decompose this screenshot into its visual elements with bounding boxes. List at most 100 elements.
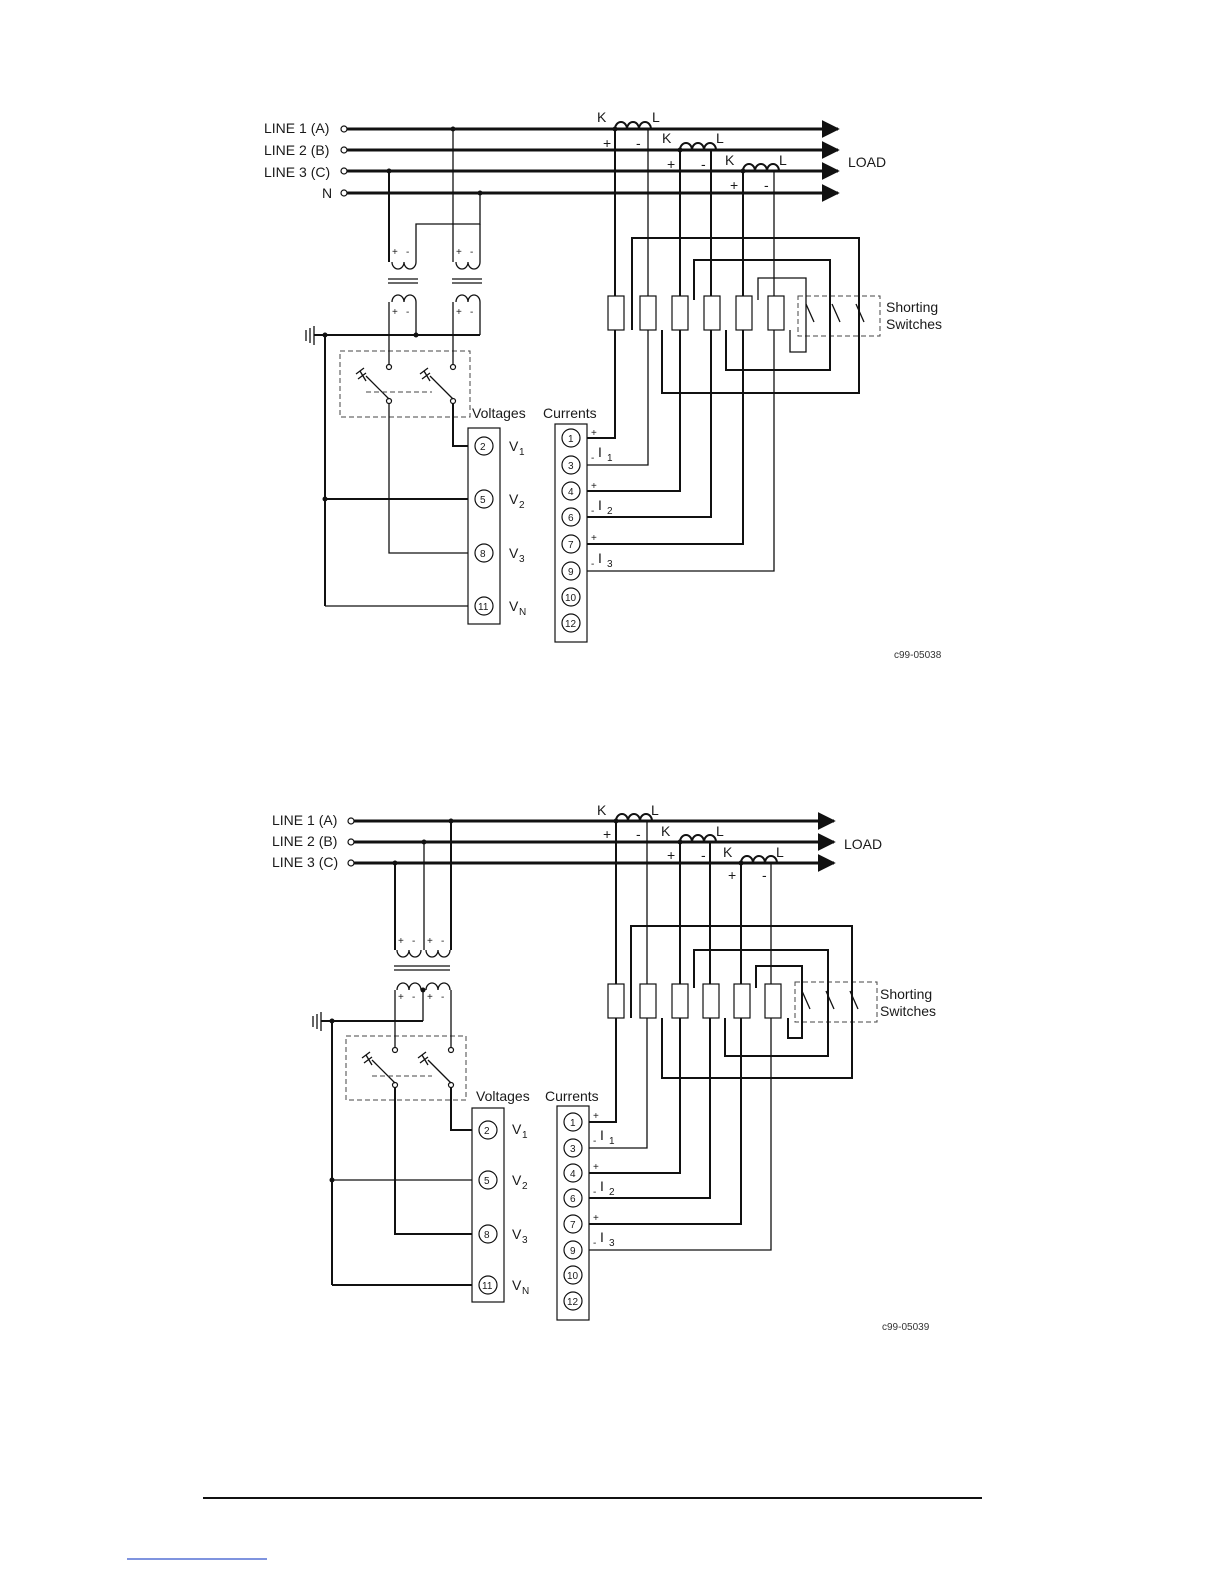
svg-text:V: V (509, 545, 519, 561)
svg-text:2: 2 (519, 500, 525, 511)
svg-text:+: + (398, 936, 404, 947)
voltages-label: Voltages (476, 1088, 530, 1104)
shorting-label-2: Switches (886, 316, 942, 332)
current-transformer-3: K L + - (725, 152, 787, 193)
svg-text:+: + (591, 428, 597, 439)
svg-text:-: - (764, 177, 769, 193)
svg-text:2: 2 (609, 1187, 615, 1198)
svg-text:10: 10 (565, 593, 577, 604)
svg-text:9: 9 (568, 567, 574, 578)
svg-text:L: L (716, 823, 724, 839)
load-label: LOAD (848, 154, 886, 170)
svg-text:V: V (509, 598, 519, 614)
line-2-label: LINE 2 (B) (264, 142, 329, 158)
svg-text:-: - (636, 135, 641, 151)
ground-symbol (312, 990, 424, 1031)
svg-text:9: 9 (570, 1246, 576, 1257)
svg-text:1: 1 (570, 1118, 576, 1129)
svg-text:-: - (412, 936, 415, 947)
svg-text:+: + (427, 936, 433, 947)
svg-text:6: 6 (568, 513, 574, 524)
figure-code: c99-05038 (894, 650, 942, 661)
svg-text:I: I (598, 550, 602, 566)
svg-text:2: 2 (607, 506, 613, 517)
ground-symbol (305, 302, 481, 345)
svg-text:6: 6 (570, 1194, 576, 1205)
svg-text:3: 3 (570, 1144, 576, 1155)
current-transformer-1: K L + - (597, 802, 659, 842)
svg-text:-: - (593, 1187, 596, 1198)
svg-text:-: - (441, 992, 444, 1003)
svg-text:I: I (600, 1178, 604, 1194)
svg-text:8: 8 (484, 1230, 490, 1241)
v-terminal-2: 2 (480, 442, 486, 453)
voltage-terminal-strip: Voltages 2 5 8 11 V 1 V 2 V 3 V N (471, 1088, 530, 1303)
svg-text:+: + (730, 177, 738, 193)
svg-text:+: + (728, 867, 736, 883)
svg-text:3: 3 (607, 559, 613, 570)
svg-text:-: - (593, 1238, 596, 1249)
v-terminal-5: 5 (480, 495, 486, 506)
svg-text:V: V (512, 1172, 522, 1188)
svg-text:7: 7 (570, 1220, 576, 1231)
svg-text:-: - (593, 1136, 596, 1147)
shorting-block: Shorting Switches (607, 237, 942, 394)
svg-text:3: 3 (519, 554, 525, 565)
current-transformer-1: K L + - (597, 109, 660, 151)
figure-code: c99-05039 (882, 1322, 930, 1333)
svg-text:+: + (398, 992, 404, 1003)
svg-text:-: - (636, 826, 641, 842)
svg-text:3: 3 (522, 1235, 528, 1246)
v-terminal-11: 11 (478, 602, 489, 613)
shorting-label-2: Switches (880, 1003, 936, 1019)
svg-text:1: 1 (519, 447, 525, 458)
svg-text:3: 3 (609, 1238, 615, 1249)
svg-text:1: 1 (522, 1130, 528, 1141)
svg-text:+: + (591, 533, 597, 544)
svg-text:V: V (512, 1277, 522, 1293)
svg-text:I: I (600, 1127, 604, 1143)
current-transformer-2: K L + - (662, 130, 724, 172)
svg-text:-: - (591, 559, 594, 570)
svg-text:+: + (603, 826, 611, 842)
line-2-label: LINE 2 (B) (272, 833, 337, 849)
svg-text:+: + (427, 992, 433, 1003)
svg-text:11: 11 (482, 1281, 493, 1292)
svg-text:+: + (593, 1111, 599, 1122)
svg-text:I: I (598, 497, 602, 513)
currents-label: Currents (545, 1088, 599, 1104)
svg-text:12: 12 (565, 619, 577, 630)
ct-leads (588, 818, 772, 1251)
current-transformer-3: K L + - (723, 844, 784, 883)
svg-text:-: - (441, 936, 444, 947)
svg-text:V: V (509, 491, 519, 507)
shorting-label-1: Shorting (886, 299, 938, 315)
line-1-label: LINE 1 (A) (264, 120, 329, 136)
svg-text:L: L (779, 152, 787, 168)
svg-text:-: - (591, 453, 594, 464)
svg-text:V: V (512, 1121, 522, 1137)
diagram-1: LINE 1 (A) LINE 2 (B) LINE 3 (C) N LOAD … (264, 109, 942, 661)
svg-text:K: K (597, 802, 607, 818)
svg-text:4: 4 (568, 487, 574, 498)
voltages-label: Voltages (472, 405, 526, 421)
svg-text:I: I (600, 1229, 604, 1245)
svg-text:+: + (456, 247, 462, 258)
svg-text:2: 2 (484, 1126, 490, 1137)
svg-text:1: 1 (609, 1136, 615, 1147)
svg-text:-: - (470, 307, 473, 318)
diagram-2: LINE 1 (A) LINE 2 (B) LINE 3 (C) LOAD K … (272, 802, 936, 1333)
svg-text:-: - (762, 867, 767, 883)
load-label: LOAD (844, 836, 882, 852)
svg-text:4: 4 (570, 1169, 576, 1180)
svg-text:V: V (509, 438, 519, 454)
svg-text:+: + (392, 307, 398, 318)
currents-label: Currents (543, 405, 597, 421)
svg-text:L: L (651, 802, 659, 818)
voltage-wiring (329, 1021, 478, 1286)
svg-text:-: - (591, 506, 594, 517)
voltage-disconnect-switches (345, 990, 467, 1101)
svg-text:L: L (776, 844, 784, 860)
potential-transformers: + - + - + - + - (386, 126, 483, 318)
